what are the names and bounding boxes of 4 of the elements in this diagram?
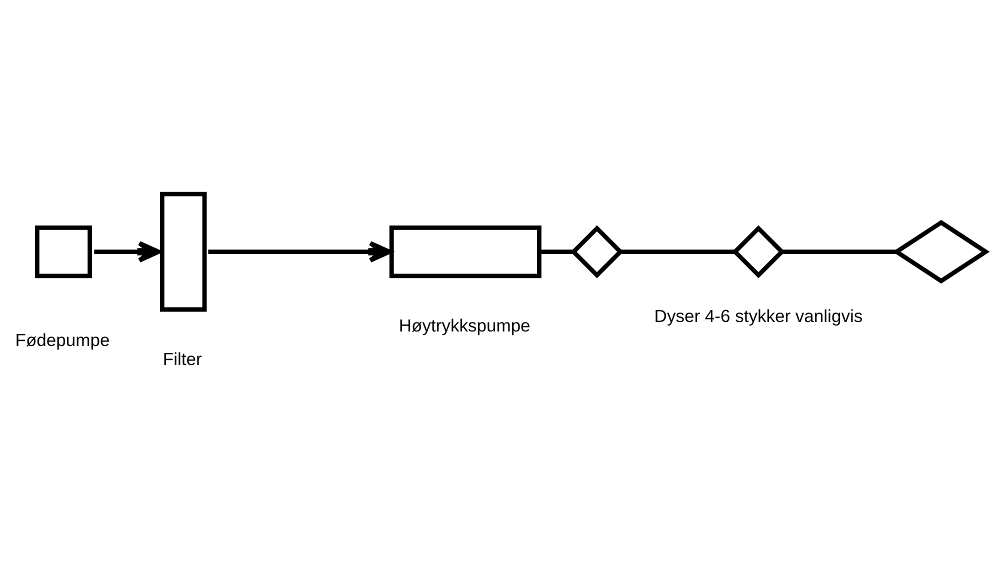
node-label: Filter — [162, 349, 202, 370]
node-label: Fødepumpe — [14, 330, 110, 350]
node-label: Høytrykkspumpe — [398, 316, 530, 336]
label: Dyser 4-6 stykker vanligvis — [654, 306, 862, 326]
